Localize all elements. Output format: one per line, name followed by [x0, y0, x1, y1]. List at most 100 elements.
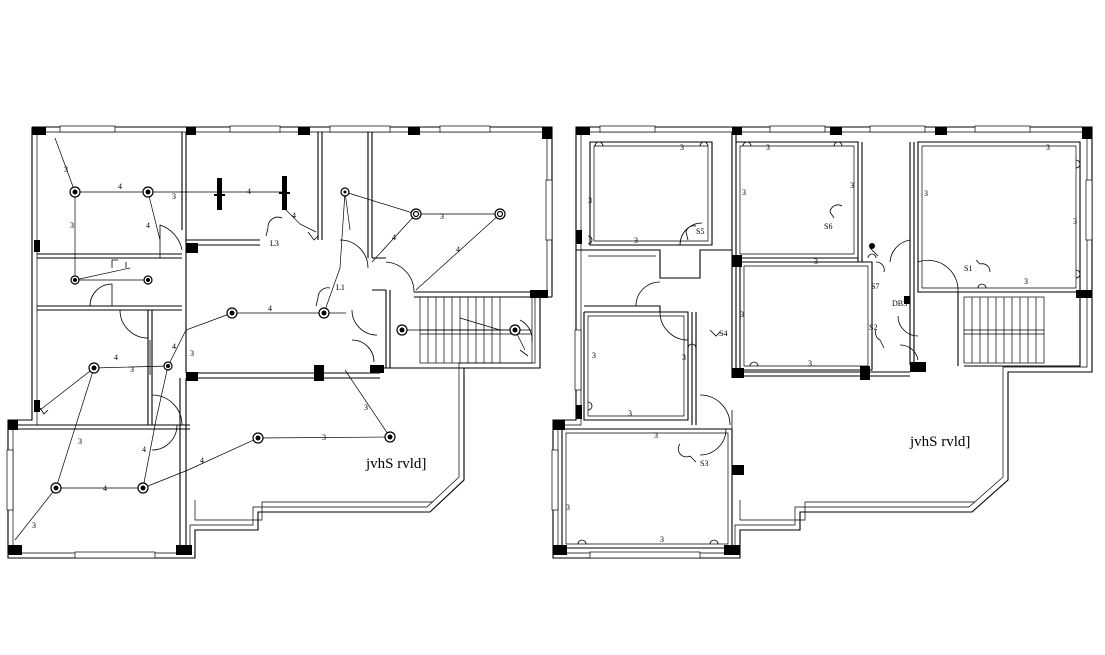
wire-count-label: 3 — [660, 535, 664, 544]
ceiling-light-icon — [226, 307, 238, 319]
columns — [553, 127, 1092, 555]
wire-count-label: 3 — [766, 143, 770, 152]
wire-count-label: 4 — [172, 342, 176, 351]
socket-icon — [587, 401, 593, 411]
switch-tag-l3: L3 — [270, 239, 279, 248]
wire-count-label: 3 — [850, 181, 854, 190]
socket-icon — [867, 253, 877, 259]
wire-count-label: 4 — [392, 233, 396, 242]
switch-tag-s7: S7 — [871, 282, 879, 291]
wire-count-label: 3 — [364, 403, 368, 412]
ceiling-light-icon — [50, 482, 62, 494]
socket-icon — [1075, 159, 1081, 169]
wire-count-label: 3 — [682, 353, 686, 362]
ceiling-light-icon — [340, 187, 350, 197]
power-layout-plan: 3 3 3 3 3 3 3 3 3 3 3 3 3 3 3 3 3 3 3 — [551, 125, 1093, 559]
socket-icon — [687, 343, 697, 349]
outer-wall — [552, 126, 1093, 559]
wire-count-label: 4 — [103, 484, 107, 493]
wire-count-label: 4 — [146, 221, 150, 230]
wire-count-label: 3 — [924, 189, 928, 198]
socket-icon — [1075, 269, 1081, 279]
wire-count-labels: 3 3 3 3 3 3 3 3 3 3 3 3 3 3 3 3 3 3 3 — [566, 143, 1077, 544]
light-fixtures — [50, 176, 521, 494]
socket-icon — [749, 361, 759, 367]
wire-count-label: 3 — [814, 257, 818, 266]
wire-count-label: 4 — [142, 445, 146, 454]
doors — [635, 222, 959, 456]
switch-points: S5 S6 S7 S1 S2 S4 S3 DB3 — [677, 204, 991, 468]
wire-count-label: 3 — [742, 188, 746, 197]
interior-walls — [13, 132, 535, 553]
wire-count-label: 3 — [680, 143, 684, 152]
outer-wall-inner — [12, 131, 548, 554]
outer-wall-inner — [557, 131, 1088, 554]
wire-count-label: 3 — [634, 236, 638, 245]
power-wiring — [565, 145, 1077, 545]
switch-tag-l1: L1 — [336, 283, 345, 292]
socket-icon — [594, 141, 604, 147]
wire-count-label: 3 — [588, 196, 592, 205]
wire-count-label: 3 — [78, 437, 82, 446]
socket-icon — [699, 141, 709, 147]
socket-icon — [833, 141, 843, 147]
socket-icon — [577, 539, 587, 545]
socket-outlets — [577, 141, 1081, 545]
wire-count-label: 3 — [190, 349, 194, 358]
wire-count-label: 3 — [1024, 277, 1028, 286]
socket-icon — [742, 141, 752, 147]
ceiling-light-icon — [396, 324, 408, 336]
switch-tag-s1: S1 — [964, 264, 972, 273]
switch-tag-s6: S6 — [824, 222, 832, 231]
ceiling-light-icon — [509, 324, 521, 336]
doors — [89, 224, 533, 455]
switch-points: L3 L1 — [39, 216, 529, 415]
wire-count-label: 4 — [268, 304, 272, 313]
ceiling-light-icon — [384, 431, 396, 443]
terrace-edge — [739, 500, 975, 521]
ceiling-light-icon — [137, 482, 149, 494]
wire-count-label: 3 — [566, 503, 570, 512]
lighting-wiring — [14, 137, 526, 541]
wire-count-labels: 4 3 4 3 3 4 4 4 3 3 4 4 4 3 3 3 4 4 4 3 … — [32, 165, 460, 530]
wire-count-label: 3 — [32, 521, 36, 530]
distribution-board-tag: DB3 — [892, 299, 907, 308]
tube-light-icon — [214, 178, 225, 210]
wire-count-label: 3 — [172, 192, 176, 201]
socket-icon — [977, 283, 987, 289]
wire-count-label: 3 — [628, 409, 632, 418]
socket-icon — [709, 539, 719, 545]
tube-light-icon — [279, 176, 290, 210]
wire-count-label: 4 — [114, 353, 118, 362]
wire-count-label: 3 — [1073, 217, 1077, 226]
lighting-layout-plan: 4 3 4 3 3 4 4 4 3 3 4 4 4 3 3 3 4 4 4 3 … — [6, 125, 553, 559]
wire-count-label: 4 — [200, 456, 204, 465]
columns — [8, 127, 552, 555]
wire-count-label: 3 — [130, 365, 134, 374]
wire-count-label: 4 — [247, 187, 251, 196]
wire-count-label: 3 — [322, 433, 326, 442]
ceiling-light-icon — [69, 186, 81, 198]
ceiling-light-icon — [70, 275, 80, 285]
terrace-edge — [194, 500, 433, 521]
wire-count-label: 3 — [808, 359, 812, 368]
staircase — [963, 296, 1045, 364]
right-plan-title: jvhS rvld] — [909, 434, 970, 450]
left-plan-title: jvhS rvld] — [365, 456, 426, 472]
socket-icon — [587, 235, 593, 245]
wire-count-label: 3 — [592, 351, 596, 360]
switch-tag-s3: S3 — [700, 459, 708, 468]
wire-count-label: 3 — [70, 221, 74, 230]
ceiling-light-icon — [143, 275, 153, 285]
wire-count-label: 3 — [440, 212, 444, 221]
wire-count-label: 3 — [654, 431, 658, 440]
wire-count-label: 4 — [292, 211, 296, 220]
switch-tag-s4: S4 — [719, 329, 727, 338]
wire-count-label: 4 — [118, 182, 122, 191]
ceiling-fan-icon — [410, 208, 422, 220]
windows — [6, 125, 553, 559]
switch-tag-s2: S2 — [869, 323, 877, 332]
wire-count-label: 4 — [456, 245, 460, 254]
ceiling-fan-icon — [494, 208, 506, 220]
